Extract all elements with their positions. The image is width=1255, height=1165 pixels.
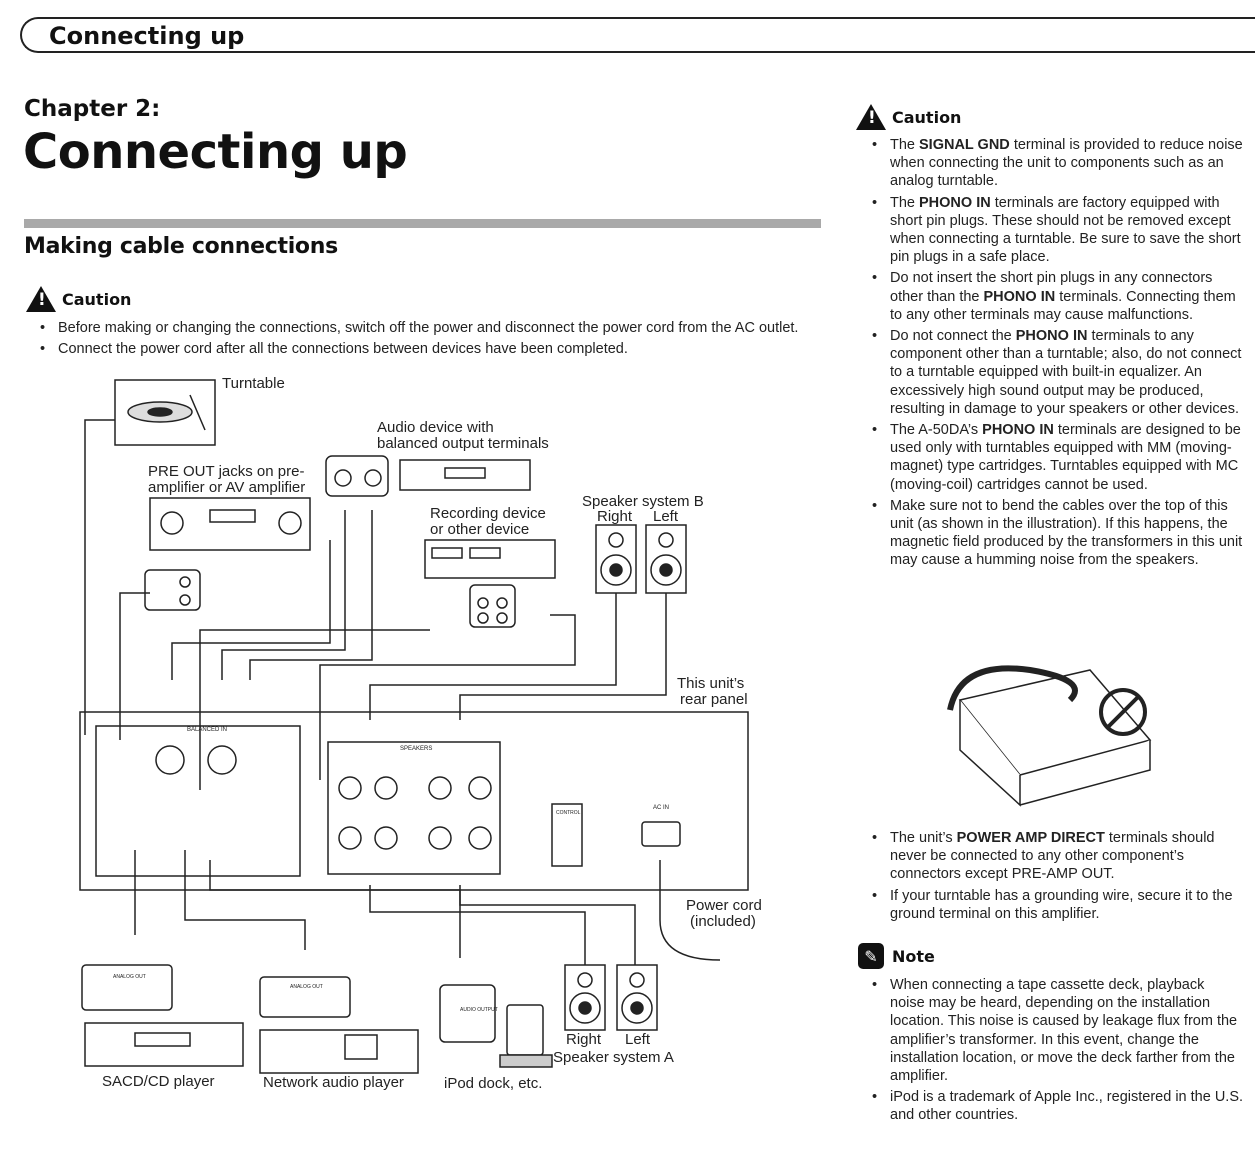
caution-label: Caution [892, 107, 962, 127]
label-recording-2: or other device [430, 521, 529, 538]
list-item: When connecting a tape cassette deck, pl… [868, 976, 1243, 1085]
section-rule [24, 219, 821, 228]
pencil-icon: ✎ [858, 943, 884, 969]
warning-icon [26, 286, 56, 312]
turntable-icon [114, 379, 216, 446]
list-item: Connect the power cord after all the con… [36, 339, 836, 360]
preamp-icon [144, 497, 311, 611]
list-item: The SIGNAL GND terminal is provided to r… [868, 136, 1243, 191]
chapter-title: Connecting up [23, 124, 408, 180]
right-caution-heading: Caution [856, 104, 961, 130]
list-item: The A-50DA’s PHONO IN terminals are desi… [868, 421, 1243, 494]
cable-over-unit-illustration [947, 665, 1152, 807]
label-preout-2: amplifier or AV amplifier [148, 479, 305, 496]
label-analog-out-1: ANALOG OUT [113, 974, 146, 980]
network-player-icon [259, 976, 419, 1074]
list-item: The PHONO IN terminals are factory equip… [868, 194, 1243, 267]
list-item: If your turntable has a grounding wire, … [868, 887, 1243, 923]
speaker-b-icons [595, 524, 687, 594]
running-header-title: Connecting up [49, 22, 245, 50]
left-caution-list: Before making or changing the connection… [36, 318, 836, 360]
label-sacd: SACD/CD player [102, 1073, 215, 1090]
balanced-device-icon [325, 455, 531, 497]
note-list: When connecting a tape cassette deck, pl… [868, 976, 1243, 1128]
label-right-b: Right [597, 508, 633, 525]
connection-diagram: Turntable Audio device with balanced out… [79, 375, 762, 1092]
note-heading: ✎ Note [858, 943, 935, 969]
list-item: Before making or changing the connection… [36, 318, 836, 339]
label-rear-1: This unit’s [677, 675, 744, 692]
section-title: Making cable connections [24, 234, 338, 259]
label-audio-device-1: Audio device with [377, 419, 494, 436]
label-control: CONTROL [556, 810, 581, 816]
label-speaker-a: Speaker system A [553, 1049, 674, 1066]
label-speaker-b: Speaker system B [582, 493, 704, 510]
list-item: Do not insert the short pin plugs in any… [868, 269, 1243, 324]
list-item: The unit’s POWER AMP DIRECT terminals sh… [868, 829, 1243, 884]
label-recording-1: Recording device [430, 505, 546, 522]
list-item: Make sure not to bend the cables over th… [868, 497, 1243, 570]
cable-lines [84, 419, 721, 968]
label-ipod: iPod dock, etc. [444, 1075, 542, 1092]
rear-panel-icon [79, 711, 749, 891]
label-balanced-in: BALANCED IN [187, 727, 227, 733]
label-audio-device-2: balanced output terminals [377, 435, 549, 452]
label-speakers: SPEAKERS [400, 746, 432, 752]
note-label: Note [892, 946, 935, 966]
label-analog-out-2: ANALOG OUT [290, 984, 323, 990]
right-caution-list-2: The unit’s POWER AMP DIRECT terminals sh… [868, 829, 1243, 926]
list-item: iPod is a trademark of Apple Inc., regis… [868, 1088, 1243, 1124]
running-header: Connecting up [20, 17, 1255, 53]
chapter-label: Chapter 2: [24, 96, 161, 122]
label-left-b: Left [653, 508, 679, 525]
list-item: Do not connect the PHONO IN terminals to… [868, 327, 1243, 418]
label-right-a: Right [566, 1031, 602, 1048]
caution-label: Caution [62, 289, 132, 309]
warning-icon [856, 104, 886, 130]
label-power-1: Power cord [686, 897, 762, 914]
label-turntable: Turntable [222, 375, 285, 392]
recording-device-icon [424, 539, 556, 628]
label-ac-in: AC IN [653, 805, 669, 811]
left-caution-heading: Caution [26, 286, 131, 312]
sacd-player-icon [81, 964, 244, 1067]
label-power-2: (included) [690, 913, 756, 930]
label-rear-2: rear panel [680, 691, 748, 708]
ipod-dock-icon [439, 984, 553, 1068]
label-left-a: Left [625, 1031, 651, 1048]
speaker-a-icons [564, 964, 658, 1031]
right-caution-list: The SIGNAL GND terminal is provided to r… [868, 136, 1243, 573]
label-network: Network audio player [263, 1074, 404, 1091]
label-preout-1: PRE OUT jacks on pre- [148, 463, 304, 480]
label-audio-output: AUDIO OUTPUT [460, 1007, 498, 1013]
